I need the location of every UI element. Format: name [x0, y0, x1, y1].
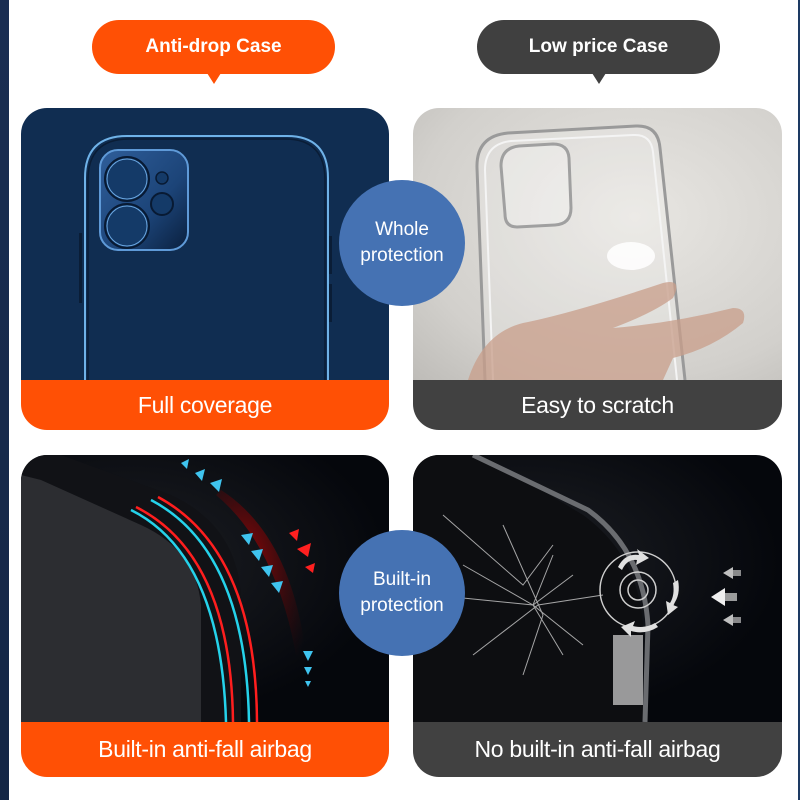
panel-easy-to-scratch: Easy to scratch: [413, 108, 782, 430]
rotation-arrows-icon: [618, 549, 679, 637]
red-arrows-icon: [289, 529, 315, 573]
blue-arrows-icon: [181, 459, 313, 687]
panel-no-airbag: No built-in anti-fall airbag: [413, 455, 782, 777]
cracked-corner-image: [413, 455, 782, 722]
crack-lines: [432, 514, 604, 676]
badge-line-1: Built-in: [372, 569, 432, 590]
low-price-case-label: Low price Case: [528, 36, 669, 57]
phone-outline-icon: [79, 135, 332, 380]
low-price-case-header: Low price Case: [477, 20, 720, 84]
right-edge-strip: [798, 0, 800, 800]
whole-protection-badge: Whole protection: [339, 180, 465, 306]
badge-line-1: Whole: [375, 219, 429, 240]
caption-easy-to-scratch: Easy to scratch: [413, 380, 782, 430]
anti-drop-case-label: Anti-drop Case: [145, 36, 282, 57]
clear-case-icon: [468, 124, 745, 380]
left-edge-strip: [0, 0, 9, 800]
clear-case-in-hand-image: [413, 108, 782, 380]
caption-no-airbag: No built-in anti-fall airbag: [413, 722, 782, 777]
caption-full-coverage: Full coverage: [21, 380, 389, 430]
panel-built-in-airbag: Built-in anti-fall airbag: [21, 455, 389, 777]
airbag-corner-icon: [21, 455, 315, 722]
impact-arrows-icon: [711, 567, 741, 626]
built-in-protection-badge: Built-in protection: [339, 530, 465, 656]
caption-built-in-airbag: Built-in anti-fall airbag: [21, 722, 389, 777]
badge-line-2: protection: [360, 595, 444, 616]
cracked-corner-icon: [413, 455, 741, 722]
airbag-corner-image: [21, 455, 389, 722]
badge-line-2: protection: [360, 245, 444, 266]
anti-drop-case-header: Anti-drop Case: [92, 20, 335, 84]
panel-full-coverage: Full coverage: [21, 108, 389, 430]
navy-phone-image: [21, 108, 389, 380]
